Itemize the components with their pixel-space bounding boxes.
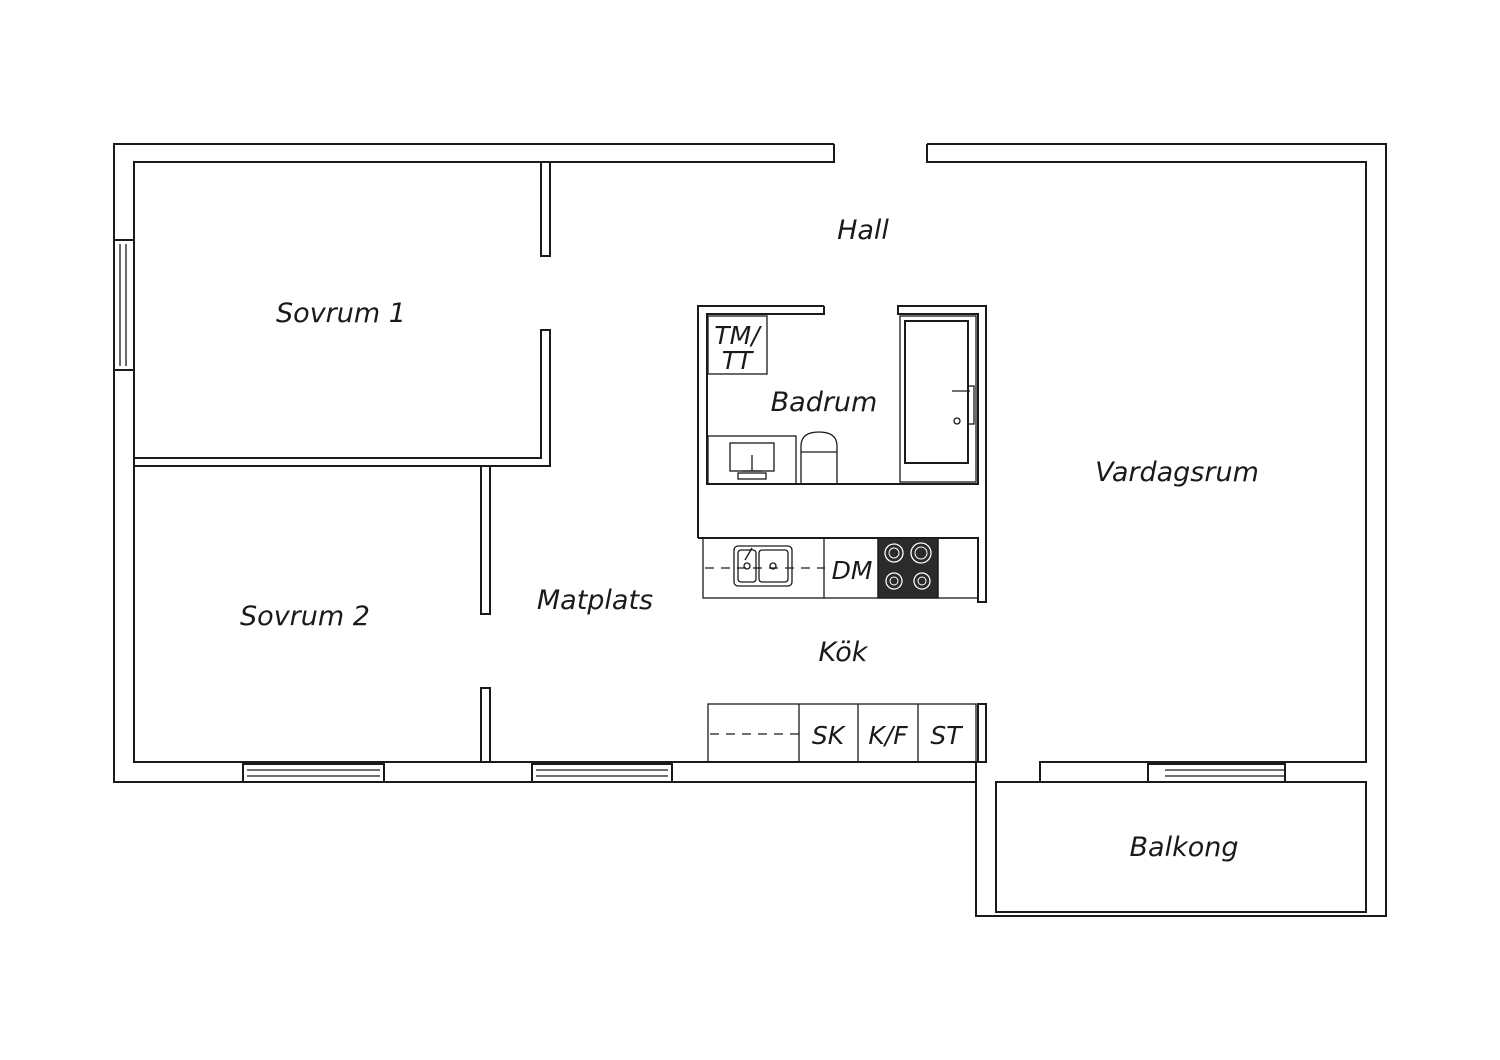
window-sovrum1: [113, 239, 135, 371]
fixture-label-dishwasher: DM: [832, 556, 873, 585]
fixture-label-washer-line1: TM/: [714, 321, 762, 350]
bathroom-sink-icon: [729, 442, 775, 480]
fixture-label-cabinet: SK: [812, 721, 847, 750]
window-vardagsrum: [1147, 763, 1286, 783]
room-label-hall: Hall: [837, 215, 889, 246]
windows: [113, 239, 1286, 783]
room-label-kok: Kök: [819, 637, 869, 668]
fixture-label-storage: ST: [930, 721, 963, 750]
room-label-balkong: Balkong: [1130, 832, 1239, 863]
window-sovrum2: [242, 763, 385, 783]
room-label-badrum: Badrum: [771, 387, 878, 418]
toilet-icon: [800, 431, 838, 484]
kitchen-counter-upper: [702, 537, 979, 599]
outer-walls: [113, 143, 1387, 917]
door-handle-icon: [952, 385, 975, 425]
bathroom: [697, 305, 987, 603]
room-label-sovrum2: Sovrum 2: [240, 601, 370, 632]
washer-dryer: [707, 315, 768, 375]
fixture-label-fridge-freezer: K/F: [868, 721, 908, 750]
bathtub-icon: [904, 320, 969, 464]
room-label-sovrum1: Sovrum 1: [276, 298, 406, 329]
fixture-label-washer-line2: TT: [722, 346, 754, 375]
room-label-vardagsrum: Vardagsrum: [1095, 457, 1259, 488]
room-label-matplats: Matplats: [537, 585, 653, 616]
shower: [899, 315, 977, 483]
interior-walls: [133, 161, 551, 763]
window-matplats: [531, 763, 673, 783]
kitchen-sink-icon: [733, 545, 793, 587]
stove-icon: [877, 537, 939, 599]
bathroom-counter: [707, 435, 797, 485]
kitchen-counter-lower: [707, 703, 987, 763]
